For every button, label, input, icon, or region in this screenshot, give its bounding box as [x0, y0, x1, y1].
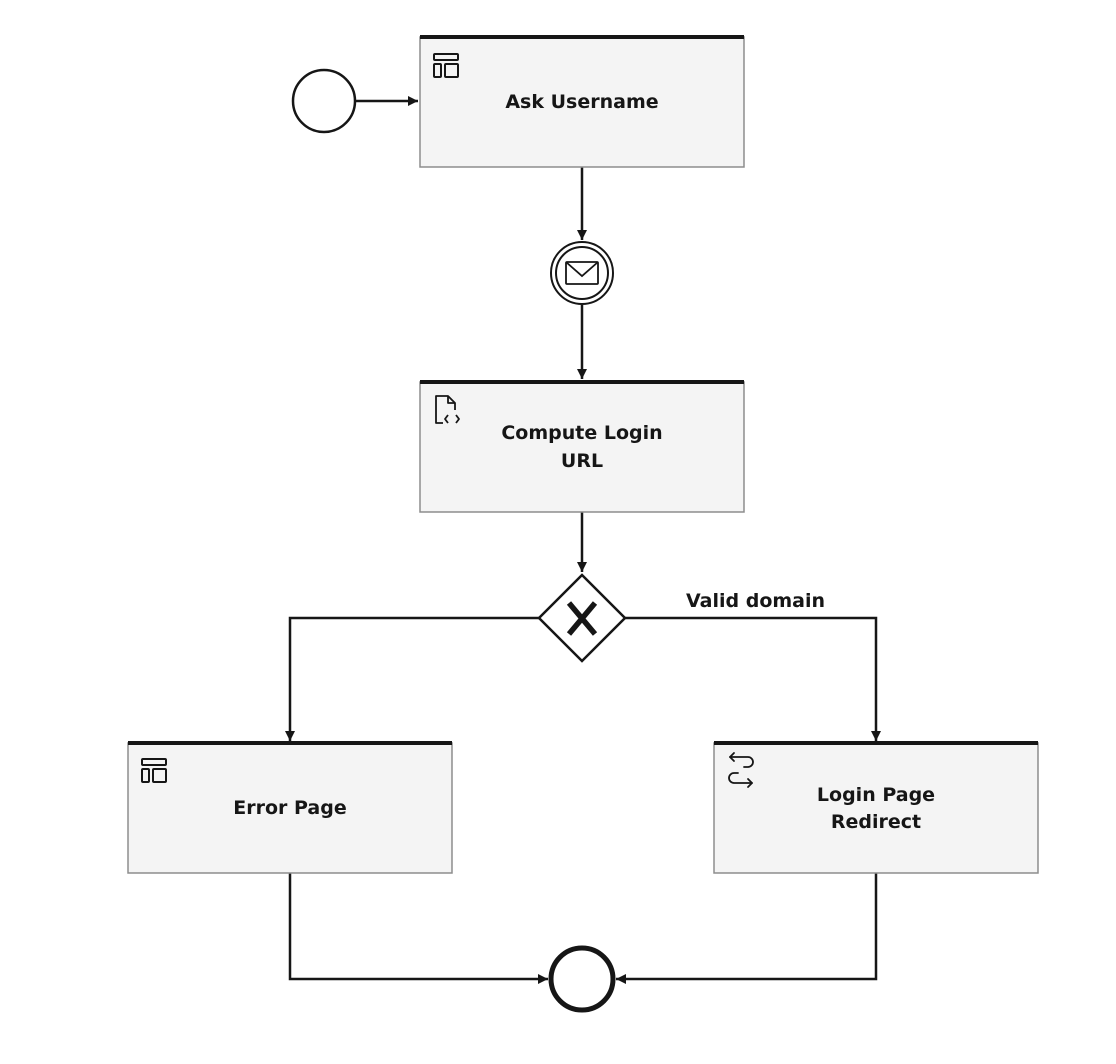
- end-event[interactable]: [548, 945, 616, 1013]
- task-error-page-label: Error Page: [233, 797, 346, 819]
- task-ask-username[interactable]: Ask Username: [419, 35, 745, 168]
- task-login-page-redirect-label-line-1: Login Page: [817, 784, 935, 806]
- script-document-icon: [435, 395, 460, 424]
- form-layout-icon: [141, 758, 167, 783]
- flow-gateway-to-login-redirect[interactable]: [625, 616, 881, 741]
- intermediate-message-event[interactable]: [550, 241, 614, 305]
- flow-login-redirect-to-end[interactable]: [616, 873, 878, 984]
- exclusive-gateway[interactable]: [537, 573, 627, 663]
- form-layout-icon: [433, 53, 459, 78]
- flow-error-page-to-end[interactable]: [288, 873, 548, 984]
- task-compute-login-url[interactable]: Compute Login URL: [419, 380, 745, 513]
- task-ask-username-label: Ask Username: [505, 91, 658, 113]
- envelope-icon: [565, 261, 599, 285]
- task-compute-login-url-label-line-1: Compute Login: [501, 422, 662, 444]
- flow-gateway-to-error-page[interactable]: [285, 616, 539, 741]
- task-login-page-redirect-label-line-2: Redirect: [831, 811, 921, 833]
- task-login-page-redirect[interactable]: Login Page Redirect: [713, 741, 1039, 874]
- task-error-page[interactable]: Error Page: [127, 741, 453, 874]
- exclusive-gateway-x-marker: [566, 601, 598, 636]
- redirect-arrows-icon: [728, 752, 754, 788]
- task-compute-login-url-label-line-2: URL: [561, 450, 603, 472]
- flow-label-valid-domain: Valid domain: [686, 590, 825, 612]
- sequence-flows: [285, 96, 881, 984]
- start-event[interactable]: [291, 68, 357, 134]
